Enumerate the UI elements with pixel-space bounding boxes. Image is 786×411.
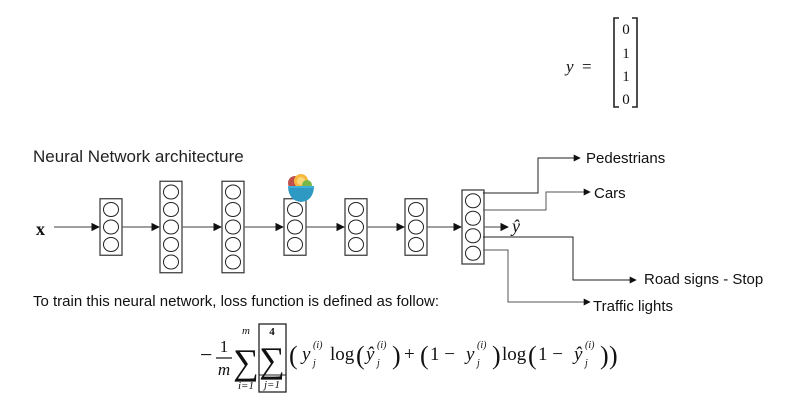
neuron (163, 219, 179, 235)
layer-hidden-1 (99, 198, 123, 256)
formula-log: log (502, 344, 527, 365)
formula-y: y (464, 344, 475, 365)
output-class-pedestrians: Pedestrians (586, 150, 665, 167)
fraction-denominator: m (218, 360, 230, 379)
neuron (163, 254, 179, 270)
branch-line-traffic-lights (483, 249, 591, 306)
neuron (287, 237, 303, 252)
neuron (348, 219, 364, 235)
formula-one-minus: 1 − (538, 344, 563, 365)
formula-close-paren: ) (392, 341, 401, 370)
vector-entry: 1 (622, 46, 630, 62)
branch-line-cars (483, 188, 591, 211)
neuron (163, 202, 179, 217)
neuron (103, 219, 119, 235)
formula-log: log (330, 344, 355, 365)
formula-plus: + (404, 344, 415, 365)
input-label: x (36, 219, 45, 239)
label-vector: y = 0 1 1 0 (564, 17, 638, 108)
outer-sum-sigma: ∑ (233, 342, 259, 382)
formula-sup: (i) (585, 340, 595, 351)
output-class-road-signs: Road signs - Stop (644, 271, 763, 288)
layer-hidden-2 (159, 180, 183, 274)
neuron (225, 254, 241, 270)
neuron (287, 219, 303, 235)
layer-hidden-6 (404, 198, 428, 256)
layer-hidden-5 (344, 198, 368, 256)
neuron (225, 237, 241, 252)
formula-sup: (i) (377, 340, 387, 351)
formula-close-paren: ) (600, 341, 609, 370)
neuron (408, 219, 424, 235)
vector-entry: 0 (622, 92, 630, 108)
formula-one-minus: 1 − (430, 344, 455, 365)
formula-sub: j (475, 358, 480, 369)
neuron (348, 202, 364, 217)
neuron (408, 237, 424, 252)
formula-open-paren: ( (289, 341, 298, 370)
inner-sum-upper: 4 (269, 326, 275, 338)
neuron (225, 184, 241, 200)
section-title: Neural Network architecture (33, 147, 244, 166)
label-vector-lhs: y (564, 57, 574, 76)
output-class-cars: Cars (594, 185, 626, 202)
vector-entry: 1 (622, 69, 630, 85)
label-vector-equals: = (582, 57, 592, 76)
layer-hidden-4 (283, 198, 307, 256)
formula-open-paren: ( (356, 341, 365, 370)
formula-sup: (i) (477, 340, 487, 351)
formula-y: y (300, 344, 311, 365)
formula-close-paren: ) (609, 341, 618, 370)
formula-close-paren: ) (492, 341, 501, 370)
formula-negative-sign: − (200, 342, 212, 367)
branch-line-road-signs (483, 236, 637, 284)
network-layers (54, 180, 509, 274)
branch-line-pedestrians (483, 154, 581, 194)
neuron (225, 202, 241, 217)
formula-sub: j (311, 358, 316, 369)
neuron (465, 245, 481, 261)
neuron (465, 228, 481, 244)
neuron (103, 202, 119, 217)
formula-open-paren: ( (528, 341, 537, 370)
formula-yhat: ŷ (364, 344, 375, 365)
layer-output (461, 189, 485, 265)
neuron (103, 237, 119, 252)
neuron (348, 237, 364, 252)
neuron (465, 193, 481, 209)
layer-hidden-3 (221, 180, 245, 274)
neuron (408, 202, 424, 217)
inner-sum-lower: j=1 (262, 379, 280, 391)
formula-yhat: ŷ (572, 344, 583, 365)
neuron (287, 202, 303, 217)
formula-sub: j (375, 358, 380, 369)
outer-sum-lower: i=1 (238, 380, 254, 392)
loss-intro: To train this neural network, loss funct… (33, 293, 439, 310)
formula-sup: (i) (313, 340, 323, 351)
vector-entry: 0 (622, 22, 630, 38)
neuron (163, 237, 179, 252)
fraction-numerator: 1 (220, 337, 229, 356)
neuron (465, 210, 481, 226)
loss-formula: − 1 m m ∑ i=1 4 ∑ j=1 ( y (i) j log ( ŷ … (200, 323, 618, 393)
outer-sum-upper: m (242, 325, 250, 337)
output-class-traffic-lights: Traffic lights (593, 298, 673, 315)
formula-open-paren: ( (420, 341, 429, 370)
inner-sum-highlight-box (258, 323, 287, 393)
right-bracket (632, 17, 638, 108)
fruit-bowl-icon (288, 174, 314, 202)
left-bracket (613, 17, 619, 108)
neuron (225, 219, 241, 235)
output-label: ŷ (510, 216, 520, 236)
neuron (163, 184, 179, 200)
inner-sum-sigma: ∑ (259, 340, 285, 380)
formula-sub: j (583, 358, 588, 369)
output-branches: Pedestrians Cars Road signs - Stop Traff… (483, 150, 763, 315)
